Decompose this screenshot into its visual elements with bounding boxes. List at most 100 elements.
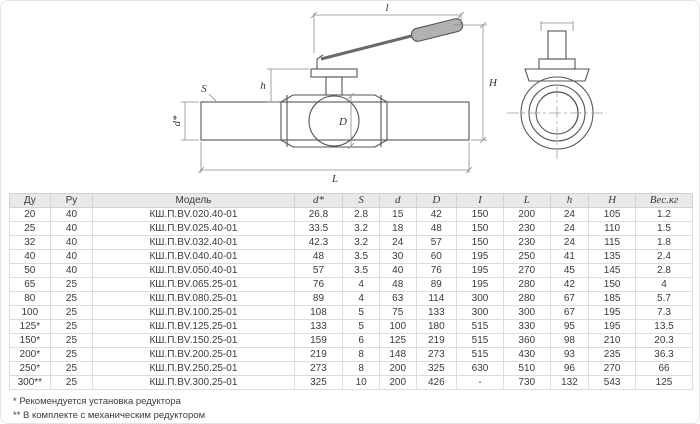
table-cell: 185	[588, 291, 636, 306]
dim-label-d-star: d*	[171, 115, 183, 127]
table-cell: 150	[456, 221, 504, 236]
table-cell: 200*	[9, 347, 51, 362]
table-cell: 25	[49, 291, 94, 306]
side-view	[200, 18, 470, 148]
table-cell: 40	[9, 249, 51, 264]
table-cell: 426	[415, 375, 458, 390]
table-cell: 25	[49, 347, 94, 362]
column-header-9: h	[549, 193, 590, 208]
table-cell: 5.7	[635, 291, 693, 306]
table-cell: 3.2	[342, 235, 380, 250]
table-cell: 36.3	[635, 347, 693, 362]
table-cell: 270	[588, 361, 636, 376]
table-cell: 42	[549, 277, 590, 292]
table-cell: 95	[549, 319, 590, 334]
table-cell: 230	[502, 221, 551, 236]
table-cell: 67	[549, 291, 590, 306]
table-cell: 325	[293, 375, 344, 390]
table-cell: 32	[9, 235, 51, 250]
table-cell: КШ.П.BV.065.25-01	[92, 277, 295, 292]
table-cell: 1.2	[635, 207, 693, 222]
table-cell: 200	[502, 207, 551, 222]
table-cell: 98	[549, 333, 590, 348]
table-cell: КШ.П.BV.100.25-01	[92, 305, 295, 320]
footnotes: * Рекомендуется установка редуктора ** В…	[13, 395, 699, 423]
table-cell: КШ.П.BV.200.25-01	[92, 347, 295, 362]
table-cell: 360	[502, 333, 551, 348]
table-cell: 5	[342, 319, 380, 334]
table-cell: 89	[415, 277, 458, 292]
table-cell: 25	[49, 319, 94, 334]
table-cell: 273	[415, 347, 458, 362]
table-cell: 10	[342, 375, 380, 390]
table-cell: 230	[502, 235, 551, 250]
table-cell: 200	[378, 375, 417, 390]
table-cell: 25	[49, 305, 94, 320]
table-cell: 40	[49, 263, 94, 278]
table-cell: 48	[378, 277, 417, 292]
table-cell: 100	[9, 305, 51, 320]
table-cell: 325	[415, 361, 458, 376]
table-cell: 125*	[9, 319, 51, 334]
column-header-4: S	[342, 193, 380, 208]
table-cell: 150*	[9, 333, 51, 348]
table-cell: 42.3	[293, 235, 344, 250]
table-cell: 195	[456, 263, 504, 278]
table-cell: 75	[378, 305, 417, 320]
table-cell: 133	[293, 319, 344, 334]
column-header-8: L	[502, 193, 551, 208]
table-cell: 543	[588, 375, 636, 390]
table-cell: 40	[49, 207, 94, 222]
table-cell: 26.8	[293, 207, 344, 222]
dim-label-D: D	[338, 116, 347, 128]
table-cell: 105	[588, 207, 636, 222]
table-cell: 80	[9, 291, 51, 306]
table-cell: 150	[588, 277, 636, 292]
column-header-10: H	[588, 193, 636, 208]
valve-drawing-area: l H h S d* D L	[1, 1, 699, 193]
table-cell: 515	[456, 333, 504, 348]
table-cell: КШ.П.BV.032.40-01	[92, 235, 295, 250]
table-cell: 630	[456, 361, 504, 376]
dim-label-l: l	[385, 2, 388, 14]
table-cell: 148	[378, 347, 417, 362]
table-cell: 219	[415, 333, 458, 348]
column-header-2: Модель	[92, 193, 295, 208]
footnote-2: ** В комплекте с механическим редуктором	[13, 410, 206, 422]
table-cell: 3.5	[342, 263, 380, 278]
table-cell: 4	[342, 291, 380, 306]
table-cell: 93	[549, 347, 590, 362]
column-header-11: Вес.кг	[635, 193, 693, 208]
table-cell: 42	[415, 207, 458, 222]
table-cell: 33.5	[293, 221, 344, 236]
table-cell: 48	[415, 221, 458, 236]
table-cell: 41	[549, 249, 590, 264]
table-cell: КШ.П.BV.080.25-01	[92, 291, 295, 306]
table-cell: 135	[588, 249, 636, 264]
table-cell: 24	[549, 235, 590, 250]
table-cell: 125	[378, 333, 417, 348]
table-cell: 300**	[9, 375, 51, 390]
table-cell: 114	[415, 291, 458, 306]
table-cell: 330	[502, 319, 551, 334]
table-cell: 24	[549, 221, 590, 236]
table-cell: КШ.П.BV.300.25-01	[92, 375, 295, 390]
table-cell: 4	[635, 277, 693, 292]
table-cell: 280	[502, 291, 551, 306]
table-cell: КШ.П.BV.050.40-01	[92, 263, 295, 278]
dimension-lines	[181, 11, 574, 174]
table-cell: 66	[635, 361, 693, 376]
table-cell: 57	[415, 235, 458, 250]
handle-grip	[410, 18, 464, 42]
column-header-5: d	[378, 193, 417, 208]
table-cell: 430	[502, 347, 551, 362]
table-cell: 1.8	[635, 235, 693, 250]
table-cell: 250	[502, 249, 551, 264]
table-cell: 25	[49, 375, 94, 390]
